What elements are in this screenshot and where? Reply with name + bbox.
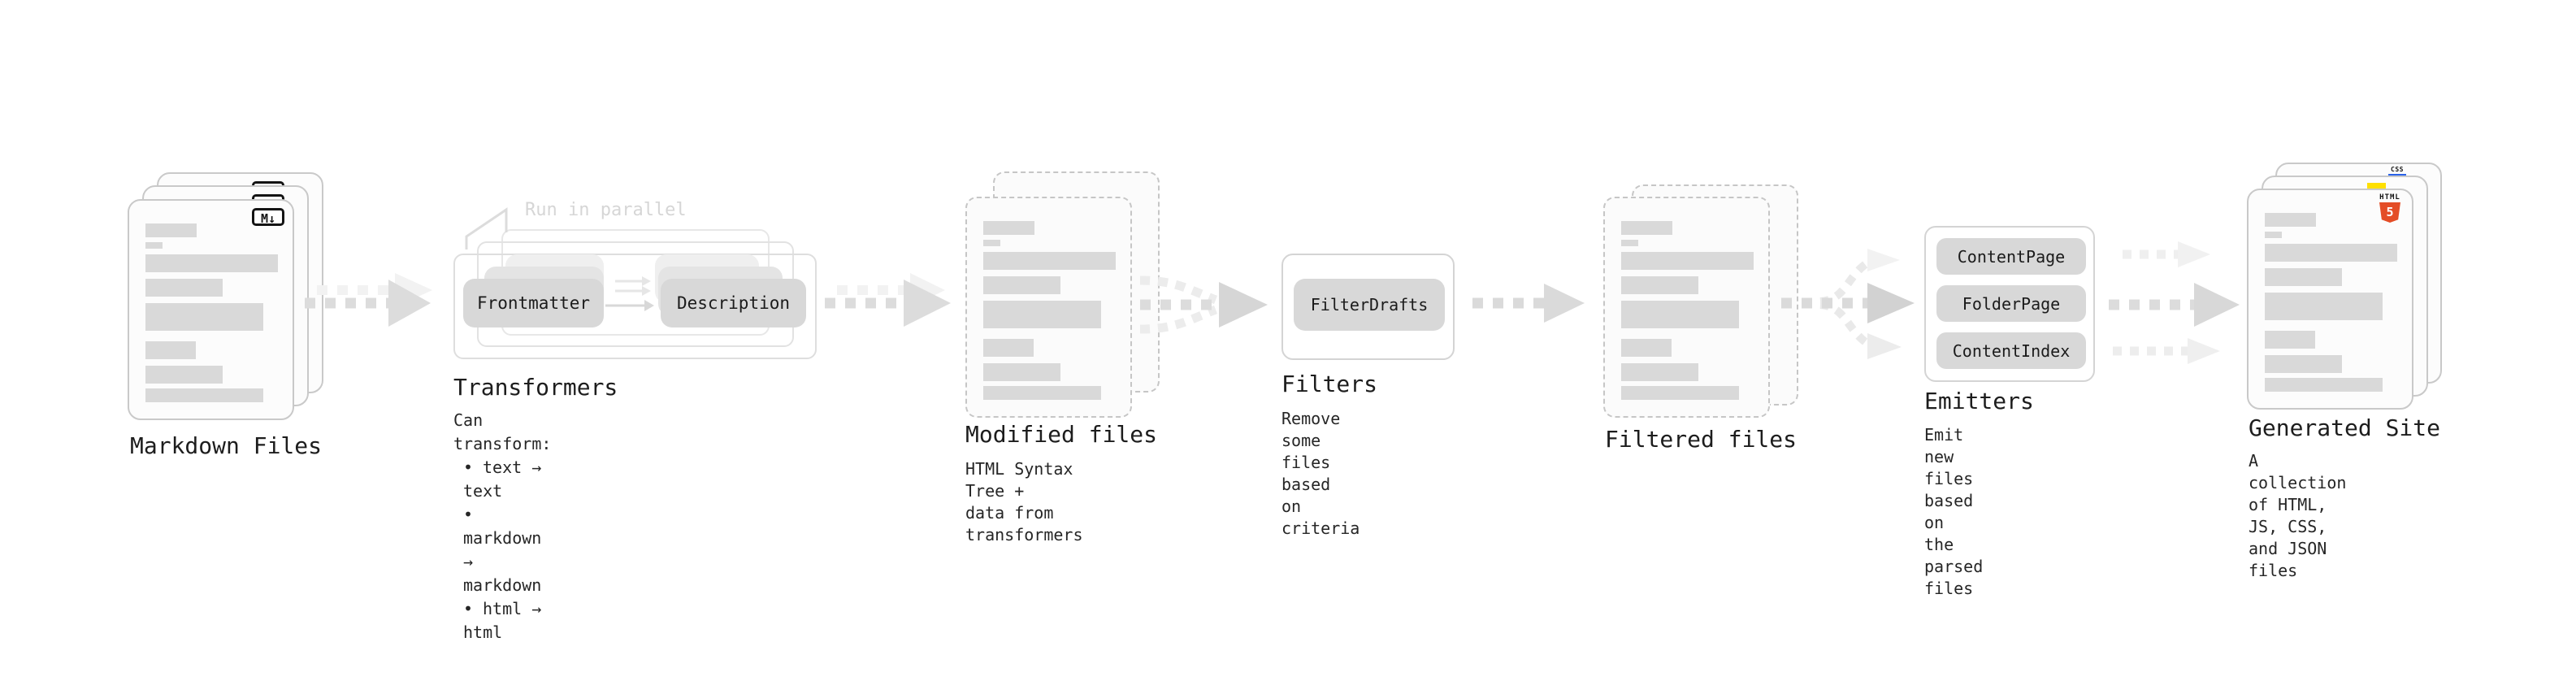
- js-badge-icon: [2367, 183, 2386, 192]
- skeleton-line: [1621, 240, 1638, 246]
- emitters-box: ContentPage FolderPage ContentIndex: [1924, 226, 2095, 382]
- arrow-right-icon: [305, 273, 432, 327]
- arrow-triple-icon: [2109, 241, 2240, 364]
- skeleton-line: [145, 242, 163, 249]
- description-line: Can transform:: [453, 410, 552, 453]
- skeleton-line: [983, 363, 1060, 381]
- skeleton-line: [145, 279, 223, 297]
- document-card-dashed: [1603, 197, 1770, 418]
- stage-label: Transformers: [453, 374, 618, 401]
- html5-badge-icon: HTML 5: [2378, 193, 2402, 223]
- skeleton-line: [983, 252, 1116, 270]
- arrow-right-icon: [825, 273, 951, 327]
- stage-label: Filtered files: [1605, 426, 1798, 453]
- skeleton-line: [1621, 276, 1698, 294]
- skeleton-line: [983, 386, 1101, 400]
- pill-contentpage: ContentPage: [1936, 238, 2086, 275]
- skeleton-line: [2265, 213, 2316, 227]
- skeleton-line: [2265, 232, 2282, 238]
- pill-contentindex: ContentIndex: [1936, 332, 2086, 369]
- skeleton-line: [983, 221, 1034, 235]
- skeleton-line: [145, 303, 263, 331]
- skeleton-line: [2265, 244, 2397, 262]
- document-card: M↓: [128, 199, 294, 420]
- skeleton-line: [983, 339, 1034, 357]
- transformer-frame: [453, 254, 817, 359]
- arrow-branch-icon: [1781, 249, 1915, 359]
- pill-filterdrafts: FilterDrafts: [1294, 279, 1445, 331]
- skeleton-line: [983, 276, 1060, 294]
- skeleton-line: [145, 388, 263, 402]
- pill-frontmatter: Frontmatter: [463, 279, 604, 327]
- pill-folderpage: FolderPage: [1936, 285, 2086, 322]
- markdown-badge-icon: M↓: [252, 208, 284, 226]
- skeleton-line: [1621, 339, 1672, 357]
- stage-label: Emitters: [1924, 388, 2034, 414]
- skeleton-line: [1621, 221, 1672, 235]
- stage-label: Modified files: [965, 421, 1158, 448]
- stage-sublabel: A collection of HTML, JS, CSS, and JSON …: [2249, 451, 2347, 580]
- skeleton-line: [145, 341, 196, 359]
- bullet-item: •text → text: [463, 458, 542, 501]
- skeleton-line: [1621, 301, 1739, 328]
- arrow-right-icon: [1472, 284, 1585, 323]
- skeleton-line: [1621, 252, 1754, 270]
- stage-sublabel: Remove some files based on criteria: [1281, 409, 1360, 538]
- pill-description: Description: [661, 279, 806, 327]
- skeleton-line: [983, 301, 1101, 328]
- skeleton-line: [1621, 386, 1739, 400]
- bullet-item: •markdown → markdown: [463, 505, 542, 595]
- stage-label: Filters: [1281, 371, 1378, 397]
- stage-description: Can transform: •text → text •markdown → …: [453, 409, 551, 644]
- skeleton-line: [145, 366, 223, 384]
- stage-sublabel: Emit new files based on the parsed files: [1924, 425, 1984, 598]
- skeleton-line: [145, 223, 197, 237]
- skeleton-line: [2265, 331, 2315, 349]
- document-card-dashed: [965, 197, 1132, 418]
- skeleton-line: [983, 240, 1000, 246]
- skeleton-line: [2265, 268, 2342, 286]
- skeleton-line: [2265, 378, 2383, 392]
- stage-sublabel: HTML Syntax Tree + data from transformer…: [965, 459, 1083, 544]
- bullet-item: •html → html: [463, 599, 542, 642]
- document-card: HTML 5: [2247, 189, 2413, 410]
- skeleton-line: [2265, 355, 2342, 373]
- stage-label: Generated Site: [2249, 414, 2441, 441]
- skeleton-line: [145, 254, 278, 272]
- run-in-parallel-note: Run in parallel: [525, 200, 687, 220]
- skeleton-line: [2265, 293, 2383, 320]
- skeleton-line: [1621, 363, 1698, 381]
- stage-label: Markdown Files: [130, 432, 323, 459]
